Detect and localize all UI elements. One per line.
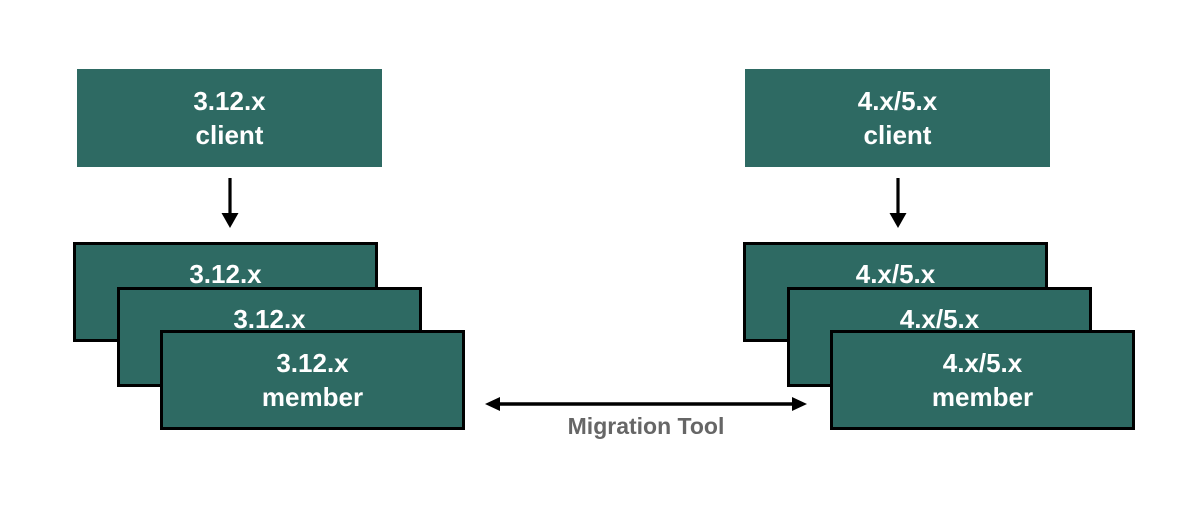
right-client-box: 4.x/5.x client: [745, 69, 1050, 167]
left-member-box-front: 3.12.x member: [160, 330, 465, 430]
left-client-version: 3.12.x: [193, 86, 266, 116]
left-down-arrow-icon: [215, 178, 245, 228]
right-member-version: 4.x/5.x: [942, 348, 1023, 378]
right-member-role: member: [931, 382, 1034, 412]
right-down-arrow-icon: [883, 178, 913, 228]
right-client-role: client: [863, 120, 932, 150]
left-client-box: 3.12.x client: [77, 69, 382, 167]
right-member-middle-label: 4.x/5.x: [899, 304, 980, 334]
left-client-role: client: [195, 120, 264, 150]
left-member-back-label: 3.12.x: [189, 259, 262, 289]
left-member-version: 3.12.x: [276, 348, 349, 378]
migration-double-arrow-icon: [485, 396, 807, 412]
migration-tool-label: Migration Tool: [567, 413, 725, 439]
right-member-box-front: 4.x/5.x member: [830, 330, 1135, 430]
left-member-role: member: [261, 382, 364, 412]
right-member-back-label: 4.x/5.x: [855, 259, 936, 289]
left-member-middle-label: 3.12.x: [233, 304, 306, 334]
right-client-version: 4.x/5.x: [857, 86, 938, 116]
